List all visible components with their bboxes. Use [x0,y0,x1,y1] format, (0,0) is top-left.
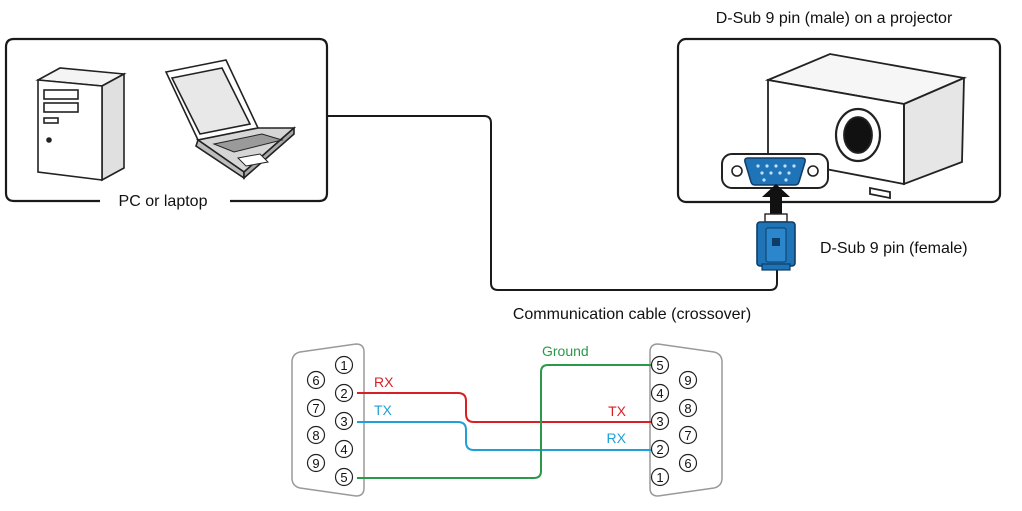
left-pin-4: 4 [334,439,354,459]
female-connector-label: D-Sub 9 pin (female) [820,240,968,257]
rx-wire [357,392,652,423]
right-pin-1: 1 [650,467,670,487]
projector-label: D-Sub 9 pin (male) on a projector [716,10,953,27]
right-pin-3: 3 [650,411,670,431]
left-pins: 1 2 3 4 5 6 7 8 9 [306,355,354,487]
female-dsub-plug-icon [756,213,796,271]
left-rx-label: RX [374,374,394,390]
left-pin-1: 1 [334,355,354,375]
left-pin-7: 7 [306,398,326,418]
left-pin-3: 3 [334,411,354,431]
svg-text:7: 7 [312,401,319,416]
communication-cable [327,115,778,291]
svg-text:5: 5 [656,358,663,373]
right-pin-2: 2 [650,439,670,459]
svg-text:9: 9 [684,373,691,388]
svg-text:4: 4 [340,442,347,457]
right-tx-label: TX [608,403,627,419]
right-pins: 5 4 3 2 1 9 8 7 6 [650,355,698,487]
right-pin-8: 8 [678,398,698,418]
left-connector-shell [291,343,365,497]
svg-text:1: 1 [656,470,663,485]
svg-text:8: 8 [312,428,319,443]
svg-text:7: 7 [684,428,691,443]
svg-text:3: 3 [656,414,663,429]
ground-label: Ground [542,343,589,359]
cable-label: Communication cable (crossover) [513,306,751,323]
ground-wire [357,364,652,479]
right-pin-4: 4 [650,383,670,403]
laptop-icon [164,59,297,180]
svg-text:5: 5 [340,470,347,485]
right-pin-6: 6 [678,453,698,473]
right-pin-5: 5 [650,355,670,375]
svg-text:8: 8 [684,401,691,416]
svg-text:6: 6 [312,373,319,388]
projector-panel: D-Sub 9 pin (male) on a projector [676,10,1002,204]
right-pin-9: 9 [678,370,698,390]
svg-text:9: 9 [312,456,319,471]
right-connector-shell [649,343,723,497]
svg-text:3: 3 [340,414,347,429]
desktop-tower-icon [35,67,127,182]
svg-text:2: 2 [340,386,347,401]
left-pin-5: 5 [334,467,354,487]
pc-label: PC or laptop [119,193,208,210]
tx-wire [357,421,652,451]
svg-text:6: 6 [684,456,691,471]
svg-text:4: 4 [656,386,663,401]
left-pin-2: 2 [334,383,354,403]
pc-panel: PC or laptop [4,37,329,210]
left-tx-label: TX [374,402,393,418]
left-pin-6: 6 [306,370,326,390]
left-pin-9: 9 [306,453,326,473]
wiring-diagram: RX TX TX RX Ground 1 2 3 4 5 6 7 8 9 [291,343,723,497]
svg-text:2: 2 [656,442,663,457]
right-pin-7: 7 [678,425,698,445]
connect-arrow-icon [762,184,790,214]
svg-text:1: 1 [340,358,347,373]
vga-port-icon [721,153,829,189]
right-rx-label: RX [607,430,627,446]
left-pin-8: 8 [306,425,326,445]
